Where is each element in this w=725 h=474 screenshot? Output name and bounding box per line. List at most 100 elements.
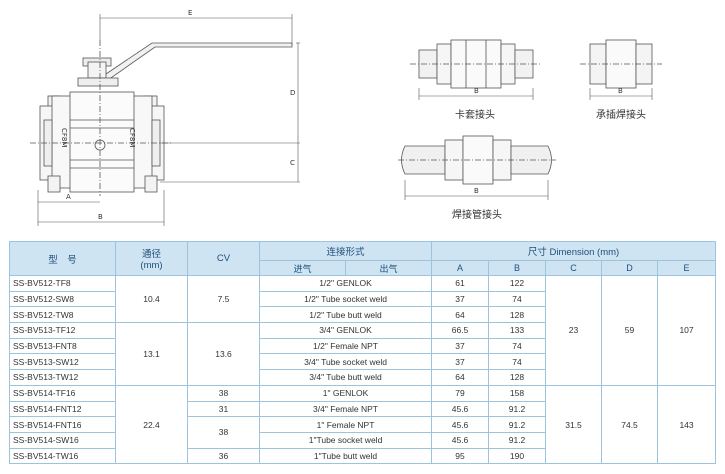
cell-bore: 10.4 [115, 274, 188, 324]
caption-compression-fitting: 卡套接头 [455, 110, 495, 121]
header-cv: CV [187, 241, 260, 276]
cell-a: 45.6 [431, 416, 490, 433]
table-row: SS-BV514-FNT12 31 3/4" Female NPT 45.6 9… [9, 400, 716, 418]
cell-b: 91.2 [488, 416, 547, 433]
cell-e: 143 [657, 384, 717, 465]
table-row: SS-BV514-TW16 36 1"Tube butt weld 95 190 [9, 447, 716, 465]
cell-b: 190 [488, 447, 547, 465]
cell-model: SS-BV512-TW8 [9, 306, 116, 324]
header-model: 型 号 [9, 241, 116, 276]
table-row: SS-BV512-SW8 1/2" Tube socket weld 37 74 [9, 290, 716, 308]
cell-cv: 38 [187, 384, 260, 402]
header-bore-unit: (mm) [140, 260, 163, 271]
body-mark-left: CF8M [60, 128, 68, 147]
cell-b: 91.2 [488, 400, 547, 418]
cell-connection: 1"Tube socket weld [258, 431, 433, 449]
cell-model: SS-BV513-TW12 [9, 369, 116, 386]
cell-a: 37 [431, 290, 490, 308]
cell-connection: 1/2" GENLOK [258, 275, 433, 292]
view-compression-fitting [410, 39, 540, 100]
cell-b: 122 [488, 275, 547, 292]
view2-dim-b: B [618, 87, 623, 95]
cell-model: SS-BV513-TF12 [9, 322, 116, 339]
table-row: SS-BV513-TW12 3/4" Tube butt weld 64 128 [9, 369, 716, 386]
cell-cv: 36 [187, 447, 260, 465]
cell-d: 59 [601, 275, 659, 386]
header-a: A [431, 260, 490, 276]
cell-a: 79 [431, 384, 490, 402]
dim-label-d: D [290, 89, 295, 97]
cell-a: 37 [431, 337, 490, 355]
cell-model: SS-BV512-TF8 [9, 275, 116, 292]
caption-socket-weld: 承插焊接头 [596, 110, 646, 121]
view-socket-weld [580, 39, 662, 100]
view1-dim-b: B [474, 87, 479, 95]
table-row: SS-BV514-SW16 1"Tube socket weld 45.6 91… [9, 431, 716, 449]
cell-b: 74 [488, 290, 547, 308]
table-row: SS-BV512-TW8 1/2" Tube butt weld 64 128 [9, 306, 716, 324]
ball-valve-drawing-svg: CF8M CF8M E D C A B B B B [30, 9, 662, 226]
header-inlet: 进气 [259, 260, 346, 276]
cell-connection: 1/2" Tube socket weld [258, 290, 433, 308]
cell-connection: 1/2" Female NPT [258, 337, 433, 355]
cell-connection: 1" GENLOK [258, 384, 433, 402]
cell-cv: 13.6 [187, 322, 260, 386]
table-row: SS-BV514-FNT16 38 1" Female NPT 45.6 91.… [9, 416, 716, 449]
cell-a: 64 [431, 306, 490, 324]
cell-connection: 1" Female NPT [258, 416, 433, 433]
dim-label-c: C [290, 159, 295, 167]
dim-label-b: B [98, 213, 103, 221]
cell-e: 107 [657, 275, 717, 386]
table-row: SS-BV513-FNT8 1/2" Female NPT 37 74 [9, 337, 716, 355]
table-row: SS-BV514-TF16 22.4 38 1" GENLOK 79 158 3… [9, 384, 717, 465]
cell-a: 61 [431, 275, 490, 292]
header-bore: 通径 (mm) [115, 241, 188, 276]
cell-b: 128 [488, 306, 547, 324]
cell-model: SS-BV513-FNT8 [9, 337, 116, 355]
cell-bore: 22.4 [115, 384, 188, 465]
cell-connection: 1/2" Tube butt weld [258, 306, 433, 324]
cell-connection: 3/4" Female NPT [258, 400, 433, 418]
header-d: D [601, 260, 659, 276]
cell-a: 45.6 [431, 400, 490, 418]
cell-b: 91.2 [488, 431, 547, 449]
cell-model: SS-BV514-FNT12 [9, 400, 116, 418]
cell-bore: 13.1 [115, 322, 188, 386]
cell-model: SS-BV512-SW8 [9, 290, 116, 308]
cell-d: 74.5 [601, 384, 659, 465]
cell-a: 45.6 [431, 431, 490, 449]
cell-a: 95 [431, 447, 490, 465]
header-e: E [657, 260, 717, 276]
header-bore-label: 通径 [141, 249, 161, 260]
cell-connection: 3/4" Tube butt weld [258, 369, 433, 386]
cell-connection: 3/4" Tube socket weld [258, 353, 433, 371]
caption-butt-weld: 焊接管接头 [452, 210, 502, 221]
cell-cv: 38 [187, 416, 260, 449]
dim-label-a: A [66, 193, 71, 201]
header-dimension: 尺寸 Dimension (mm) [431, 241, 717, 261]
main-dimension-lines [37, 14, 300, 226]
cell-model: SS-BV514-FNT16 [9, 416, 116, 433]
header-outlet: 出气 [344, 260, 433, 276]
cell-connection: 1"Tube butt weld [258, 447, 433, 465]
cell-c: 23 [545, 275, 603, 386]
cell-b: 74 [488, 353, 547, 371]
cell-c: 31.5 [545, 384, 603, 465]
cell-model: SS-BV514-SW16 [9, 431, 116, 449]
view-butt-weld [398, 135, 556, 200]
cell-a: 37 [431, 353, 490, 371]
cell-a: 64 [431, 369, 490, 386]
header-b: B [488, 260, 547, 276]
specification-table: 型 号 通径 (mm) CV 连接形式 尺寸 Dimension (mm) 进气… [9, 241, 717, 465]
body-mark-right: CF8M [128, 128, 136, 147]
table-row: SS-BV512-TF8 10.4 7.5 1/2" GENLOK 61 122… [9, 274, 717, 386]
cell-b: 158 [488, 384, 547, 402]
cell-model: SS-BV514-TF16 [9, 384, 116, 402]
technical-drawings: CF8M CF8M E D C A B B B B 卡套接头 承插焊接头 焊接管… [0, 0, 725, 236]
main-valve-view [30, 40, 293, 196]
header-c: C [545, 260, 603, 276]
cell-b: 133 [488, 322, 547, 339]
cell-cv: 7.5 [187, 274, 260, 324]
dim-label-e: E [188, 9, 192, 17]
cell-model: SS-BV513-SW12 [9, 353, 116, 371]
